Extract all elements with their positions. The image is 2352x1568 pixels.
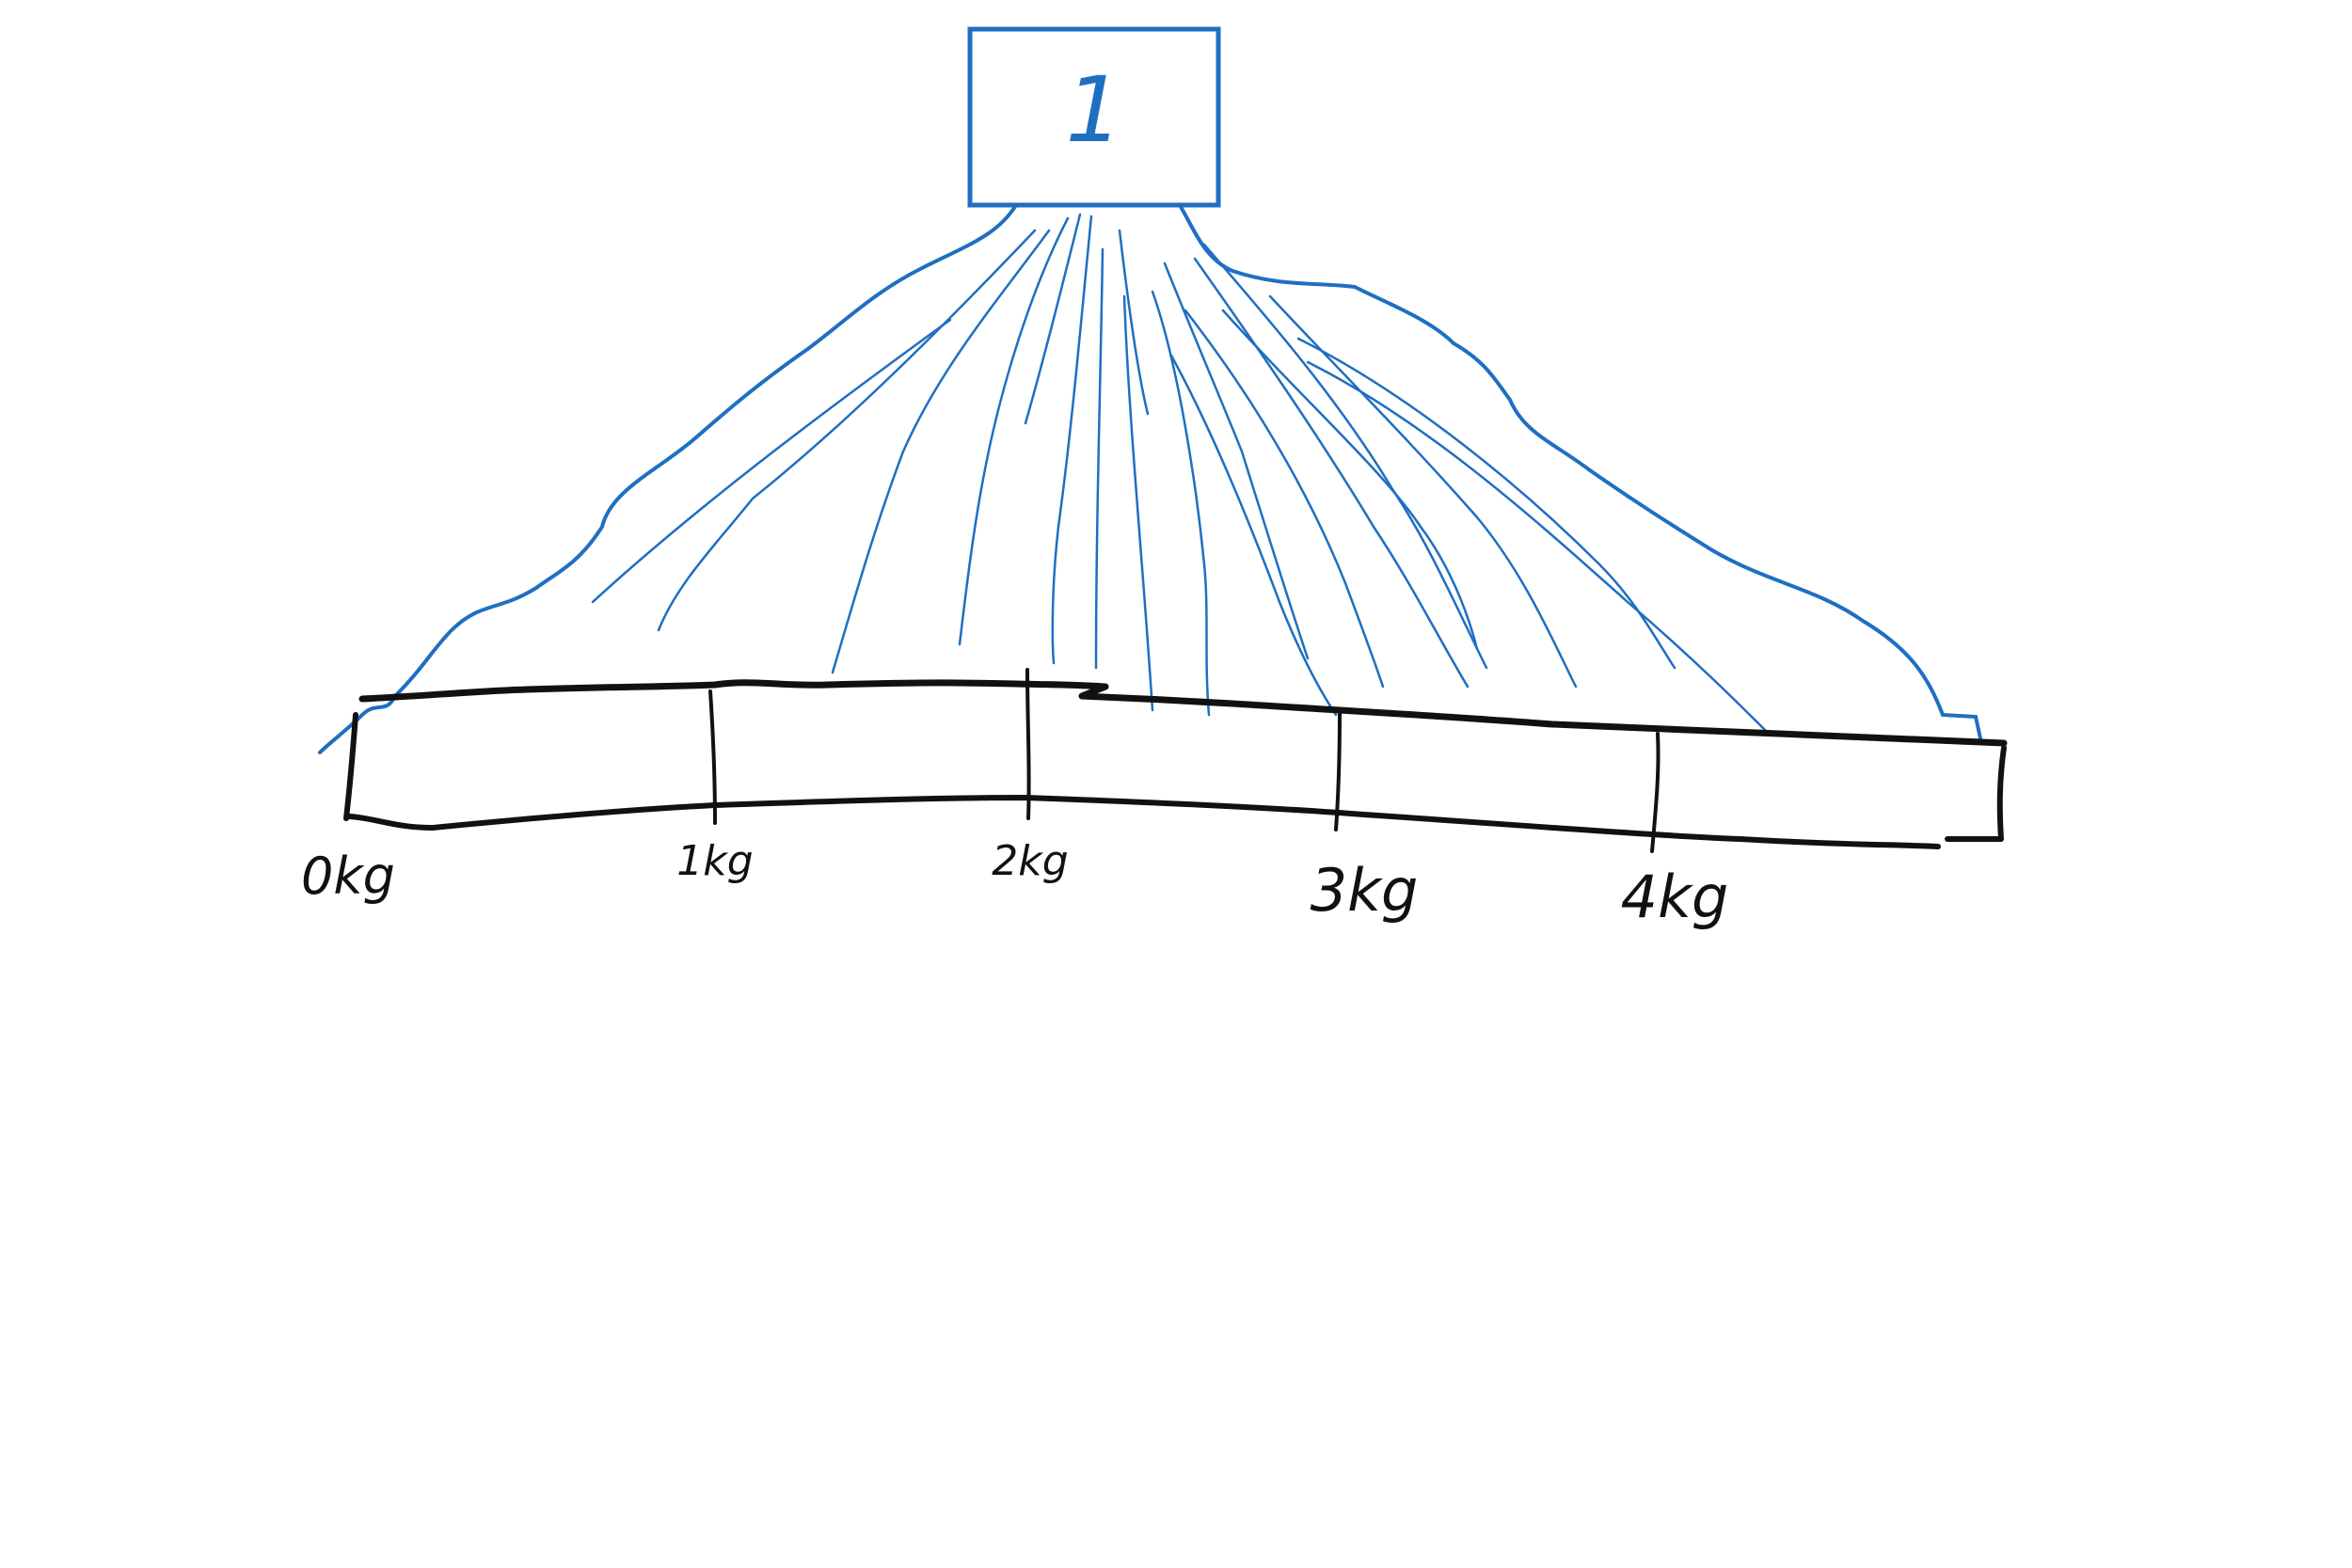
source-box-outline <box>967 26 1221 208</box>
distribution-spread <box>318 203 1982 754</box>
distribution-ray <box>1268 294 1578 689</box>
distribution-ray <box>1193 257 1470 689</box>
source-box: 1 <box>967 26 1221 208</box>
scale-label-0kg: 0kg <box>301 847 395 906</box>
distribution-ray <box>831 229 1051 674</box>
distribution-ray <box>1122 294 1154 712</box>
distribution-ray <box>1151 290 1211 717</box>
distribution-ray <box>1221 309 1479 651</box>
scale-label-3kg: 3kg <box>1311 856 1419 925</box>
scale-label-2kg: 2kg <box>992 837 1068 885</box>
distribution-ray <box>1202 243 1488 670</box>
distribution-ray <box>1306 360 1771 736</box>
scale-label-1kg: 1kg <box>676 837 753 885</box>
distribution-ray <box>1024 213 1082 425</box>
distribution-ray <box>1051 214 1093 665</box>
source-box-label: 1 <box>1065 57 1122 163</box>
distribution-ray <box>1296 337 1677 670</box>
distribution-ray <box>591 318 952 604</box>
distribution-ray <box>1184 309 1385 689</box>
scale-label-4kg: 4kg <box>1621 863 1729 931</box>
distribution-ray <box>1118 229 1150 416</box>
scale-right-end <box>1945 745 2007 842</box>
scale-labels: 0kg 1kg 2kg 3kg 4kg <box>301 837 1728 931</box>
scale-bar <box>343 668 2008 853</box>
scale-top-edge <box>358 679 2008 747</box>
distribution-ray <box>1163 261 1310 660</box>
scale-tick-4kg <box>1650 732 1661 853</box>
distribution-ray <box>1094 247 1104 670</box>
distribution-ray <box>1169 354 1338 717</box>
scale-left-end <box>343 712 358 821</box>
distribution-ray <box>657 229 1037 632</box>
scale-tick-1kg <box>708 689 717 825</box>
scale-bottom-edge <box>347 795 1941 849</box>
scale-tick-3kg <box>1334 711 1342 832</box>
distribution-ray <box>958 216 1070 646</box>
scale-tick-2kg <box>1025 668 1031 820</box>
